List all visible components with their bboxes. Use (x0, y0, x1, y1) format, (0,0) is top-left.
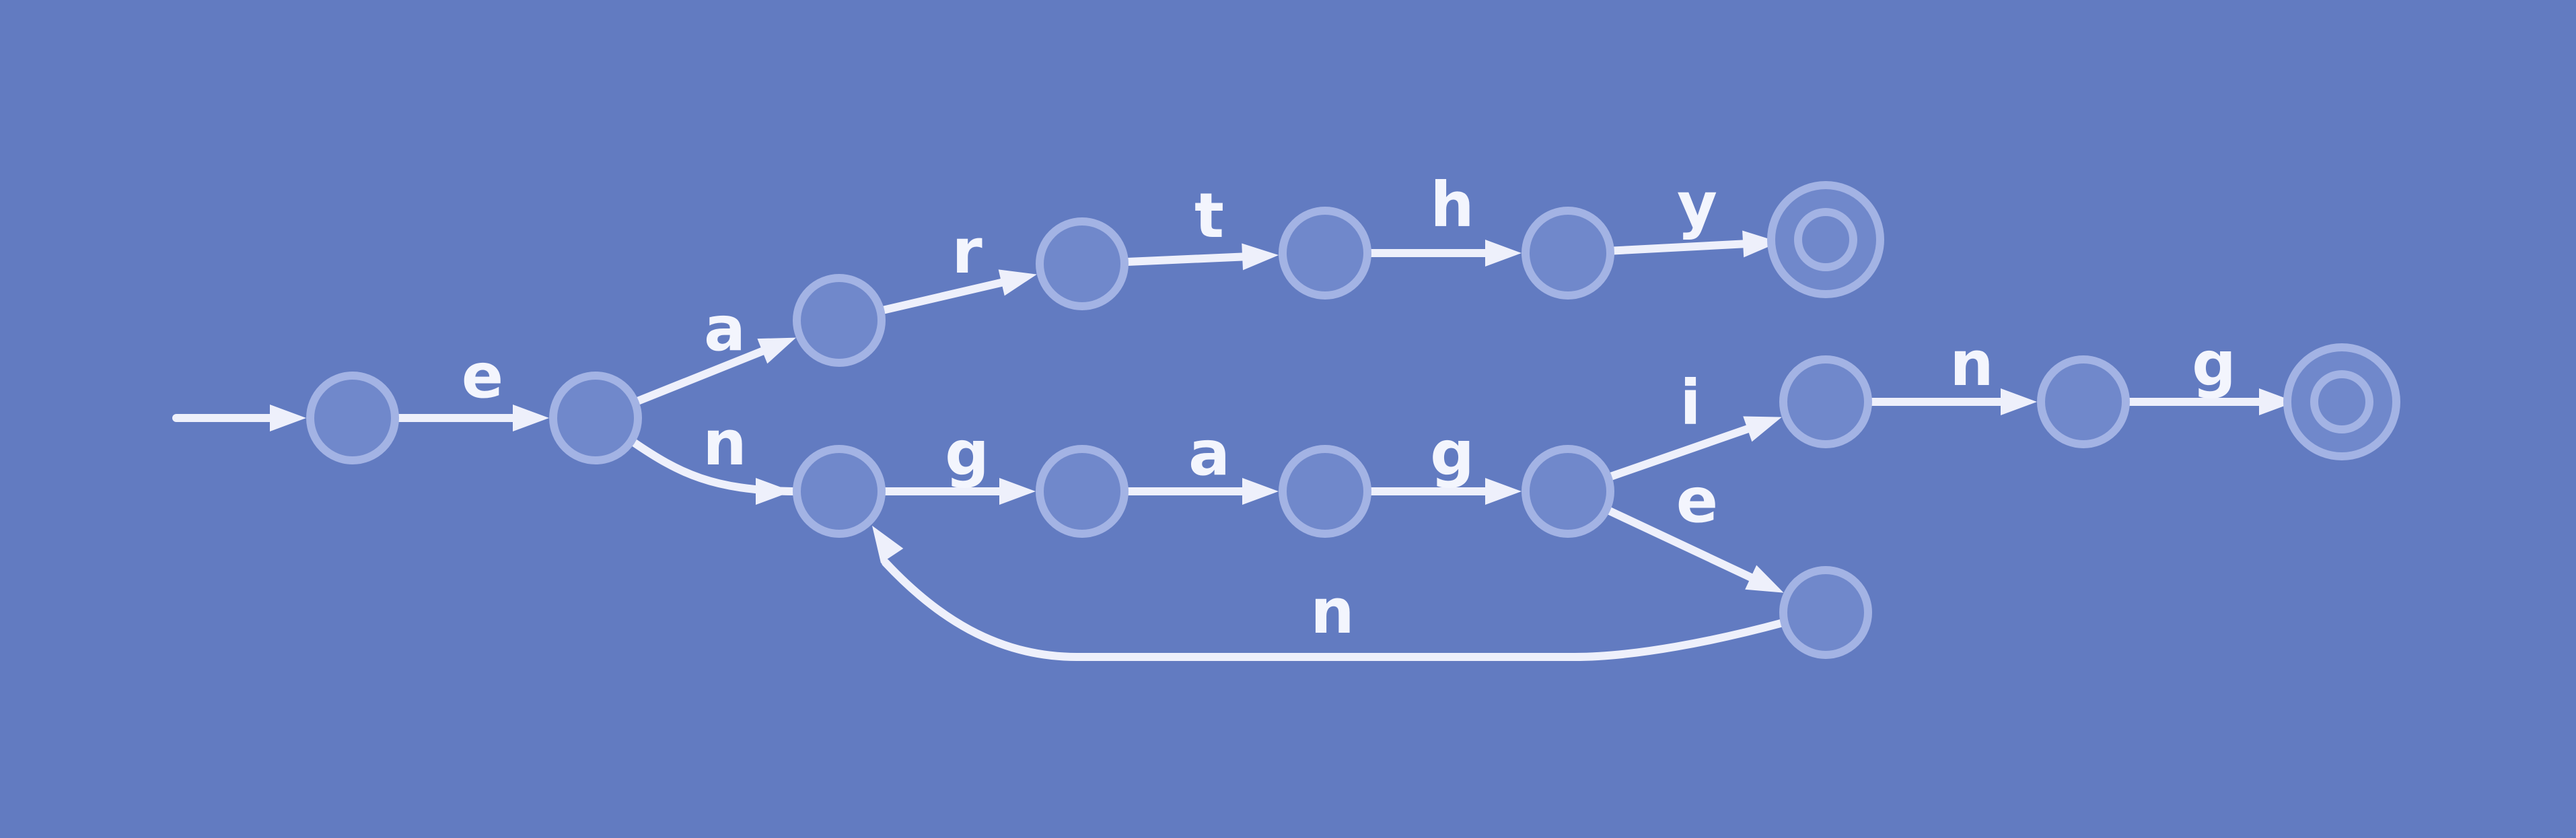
transition-arrowhead-s1-s7 (756, 478, 792, 505)
transition-label-s14-s7: n (1310, 575, 1355, 648)
transition-label-s7-s8: g (945, 417, 989, 489)
label-layer: e a r t h y n g a g i n g e n (462, 169, 2236, 648)
transition-arrowhead-s5-s6 (1742, 230, 1780, 258)
transition-arrowhead-s12-s13 (2259, 388, 2295, 415)
transition-label-s3-s4: t (1194, 180, 1224, 252)
transition-label-s0-s1: e (462, 340, 503, 412)
transition-s10-s14 (1604, 506, 1764, 586)
state-s4 (1279, 207, 1371, 300)
transition-label-s2-s3: r (952, 215, 982, 287)
transition-label-s1-s7: n (703, 407, 747, 479)
transition-label-s11-s12: n (1949, 328, 1994, 400)
accepting-state-s6 (1767, 181, 1884, 298)
state-s3 (1036, 217, 1129, 310)
state-s8 (1036, 445, 1129, 538)
transition-s3-s4 (1122, 252, 1256, 267)
transition-label-s9-s10: g (1430, 417, 1474, 489)
transition-arrowhead-s11-s12 (2001, 388, 2037, 415)
state-s0 (306, 372, 399, 464)
transition-arrowhead-s10-s11 (1743, 416, 1782, 442)
state-s1 (549, 372, 642, 464)
accepting-state-s13 (2283, 343, 2400, 460)
transition-arrowhead-s9-s10 (1485, 478, 1522, 505)
transition-arrowhead-s1-s2 (757, 337, 796, 364)
transition-arrowhead-s0-s1 (513, 405, 549, 431)
transition-arrowhead-s10-s14 (1745, 565, 1784, 593)
transition-arrowhead-s7-s8 (999, 478, 1036, 505)
transition-arrowhead-s8-s9 (1242, 478, 1279, 505)
transition-label-s5-s6: y (1677, 169, 1717, 241)
state-s5 (1522, 207, 1614, 300)
transition-s14-s7 (882, 559, 1787, 661)
transition-s1-s2 (633, 343, 775, 406)
transition-label-s4-s5: h (1430, 169, 1474, 241)
transition-label-s12-s13: g (2192, 328, 2236, 400)
state-s2 (793, 274, 886, 367)
transition-arrowhead-s3-s4 (1242, 243, 1279, 271)
transition-label-s1-s2: a (704, 293, 746, 365)
start-arrowhead (270, 405, 306, 431)
state-s7 (793, 445, 886, 538)
state-s10 (1522, 445, 1614, 538)
transition-arrowhead-s14-s7 (872, 526, 904, 563)
transition-label-s10-s14: e (1676, 464, 1718, 536)
edge-layer (172, 230, 2295, 661)
transition-arrowhead-s2-s3 (998, 269, 1037, 296)
transition-label-s10-s11: i (1680, 367, 1701, 439)
state-layer (306, 181, 2400, 659)
transition-arrowhead-s4-s5 (1485, 240, 1522, 267)
state-s14 (1779, 566, 1872, 659)
state-s12 (2037, 355, 2130, 448)
state-s11 (1779, 355, 1872, 448)
state-s9 (1279, 445, 1371, 538)
transition-s5-s6 (1608, 239, 1757, 255)
transition-label-s8-s9: a (1188, 417, 1230, 489)
transition-s10-s11 (1606, 421, 1761, 481)
transition-s2-s3 (879, 276, 1015, 314)
